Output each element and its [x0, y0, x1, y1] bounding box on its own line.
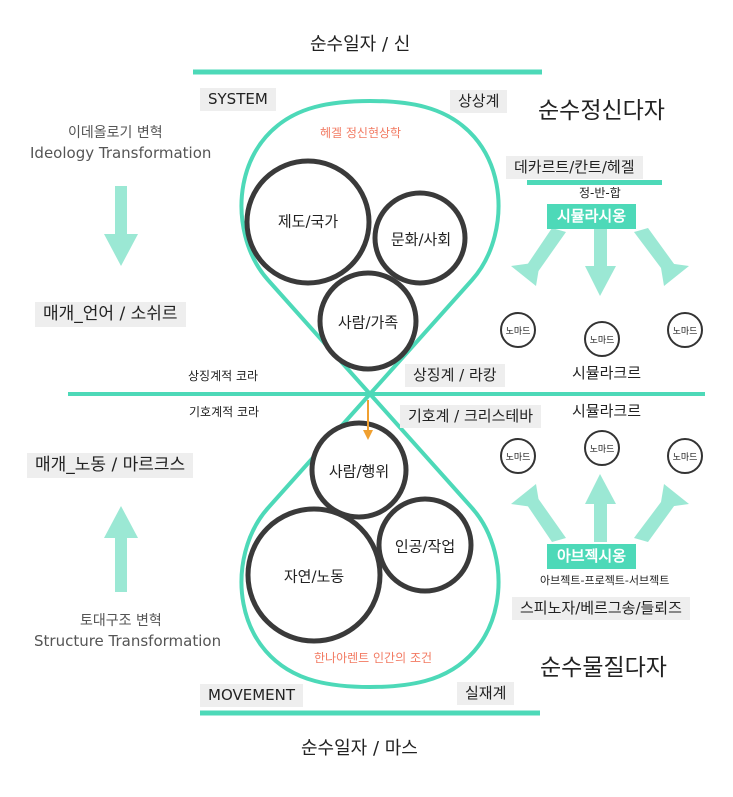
- circle-label-institution-state: 제도/국가: [277, 212, 339, 231]
- symbolic-lacan-box: 상징계 / 라캉: [405, 364, 505, 387]
- left-up-arrow-shaft: [115, 538, 127, 592]
- semiotic-chora-label: 기호계적 코라: [189, 405, 260, 419]
- bottom-title: 순수일자 / 마스: [301, 738, 418, 759]
- nomad-lower-1: 노마드: [500, 438, 536, 474]
- dialectic-label: 정-반-합: [579, 186, 621, 200]
- circle-label-artifice-work: 인공/작업: [394, 537, 456, 556]
- nomad-lower-2: 노마드: [584, 430, 620, 466]
- lower-pole-title: 순수물질다자: [540, 655, 667, 681]
- circle-institution-state: [244, 158, 372, 286]
- circle-artifice-work: [376, 496, 474, 594]
- upper-philosophers-box: 데카르트/칸트/헤겔: [506, 156, 643, 179]
- triad-label: 아브젝트-프로젝트-서브젝트: [540, 574, 670, 587]
- upper-loop: [239, 99, 501, 396]
- simulation-box: 시뮬라시옹: [547, 204, 637, 229]
- semiotic-kristeva-box: 기호계 / 크리스테바: [400, 405, 541, 428]
- lower-loop: [239, 392, 501, 689]
- circle-label-person-action: 사람/행위: [328, 462, 390, 481]
- lower-world-label: 실재계: [457, 682, 515, 705]
- structure-en: Structure Transformation: [34, 632, 222, 650]
- left-up-arrow-head: [104, 506, 138, 538]
- simulacre-upper: 시뮬라크르: [572, 364, 642, 382]
- circle-person-family: [317, 270, 419, 372]
- upper-pole-title: 순수정신다자: [538, 98, 665, 124]
- system-label: SYSTEM: [200, 88, 276, 111]
- left-down-arrow-shaft: [115, 186, 127, 234]
- upper-spread-arrows: [511, 228, 689, 296]
- medium-labor-box: 매개_노동 / 마르크스: [27, 453, 194, 478]
- abjection-box: 아브젝시옹: [547, 544, 637, 569]
- circle-person-action: [309, 420, 409, 520]
- ideology-en: Ideology Transformation: [30, 144, 212, 162]
- arendt-caption: 한나아렌트 인간의 조건: [314, 651, 433, 665]
- orange-arrow-head: [363, 430, 373, 440]
- upper-world-label: 상상계: [450, 90, 508, 113]
- nomad-lower-3: 노마드: [667, 438, 703, 474]
- left-down-arrow-head: [104, 234, 138, 266]
- circle-label-person-family: 사람/가족: [337, 313, 399, 332]
- circle-culture-society: [372, 190, 468, 286]
- movement-label: MOVEMENT: [200, 684, 304, 707]
- top-title: 순수일자 / 신: [310, 34, 411, 55]
- nomad-upper-1: 노마드: [500, 312, 536, 348]
- nomad-upper-3: 노마드: [667, 312, 703, 348]
- circle-label-culture-society: 문화/사회: [390, 230, 452, 249]
- circle-label-nature-labor: 자연/노동: [283, 567, 345, 586]
- structure-ko: 토대구조 변혁: [80, 613, 162, 629]
- medium-language-box: 매개_언어 / 소쉬르: [35, 302, 186, 327]
- circle-nature-labor: [245, 506, 383, 644]
- symbolic-chora-label: 상징계적 코라: [188, 369, 259, 383]
- lower-converge-arrows: [511, 474, 689, 542]
- upper-bracket: [527, 180, 662, 185]
- ideology-ko: 이데올로기 변혁: [68, 125, 163, 141]
- nomad-upper-2: 노마드: [584, 321, 620, 357]
- hegel-caption: 헤겔 정신현상학: [320, 126, 402, 140]
- lower-philosophers-box: 스피노자/베르그송/들뢰즈: [512, 597, 690, 620]
- simulacre-lower: 시뮬라크르: [572, 402, 642, 420]
